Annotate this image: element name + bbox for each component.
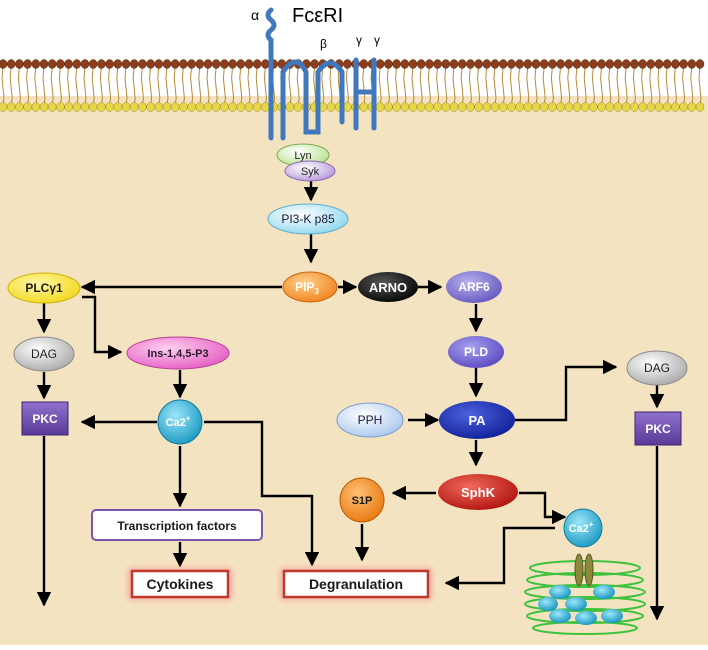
lyn-label: Lyn: [294, 150, 311, 162]
receptor-name: FcεRI: [292, 5, 343, 27]
pi3k-node: [267, 203, 349, 235]
er-calcium-vesicles: [538, 585, 623, 625]
ins-node: [126, 336, 230, 370]
s1p-label: S1P: [352, 495, 373, 507]
pkc-right-node: [634, 411, 682, 446]
pip3-node: [282, 271, 338, 303]
arno-node: [358, 272, 418, 302]
ca-right-label: Ca2+: [569, 520, 594, 535]
cytokines-label: Cytokines: [147, 576, 214, 592]
dag-left-label: DAG: [31, 347, 57, 361]
receptor-gamma1-label: γ: [356, 33, 362, 47]
cytoplasm: [0, 96, 708, 645]
arf6-label: ARF6: [458, 280, 490, 294]
plcg1-node: [7, 272, 81, 304]
degranulation-box: [282, 569, 430, 599]
pkc-right-label: PKC: [645, 422, 671, 436]
arrow-pa-dag: [515, 359, 618, 422]
pkc-left-label: PKC: [32, 412, 58, 426]
pip3-label: PIP3: [295, 280, 319, 296]
ins-label: Ins-1,4,5-P3: [147, 348, 208, 360]
arrow-ca-right-degranulation: [444, 526, 555, 591]
dag-left-node: [13, 336, 75, 372]
pld-node: [448, 336, 504, 368]
transcription-factors-box: [91, 509, 263, 541]
arrow-ca-degranulation: [204, 420, 320, 567]
pkc-left-node: [21, 401, 69, 436]
pathway-arrows: [36, 180, 665, 621]
cell-membrane: [0, 59, 705, 112]
s1p-node: [339, 477, 385, 523]
receptor-gamma2-label: γ: [374, 33, 380, 47]
receptor-alpha-label: α: [251, 7, 259, 23]
arno-label: ARNO: [369, 280, 407, 295]
sphk-node: [438, 474, 518, 510]
fceri-receptor: [265, 7, 377, 141]
arrow-plcg1-ins: [82, 295, 123, 360]
ca-left-label: Ca2+: [166, 414, 191, 429]
syk-label: Syk: [301, 166, 320, 178]
ca-left-node: [157, 399, 203, 445]
calcium-channel: [574, 553, 594, 587]
pph-label: PPH: [358, 413, 383, 427]
pa-label: PA: [468, 413, 486, 428]
arf6-node: [446, 271, 502, 303]
pph-node: [336, 402, 404, 438]
transcription-factors-label: Transcription factors: [117, 519, 237, 533]
receptor-beta-label: β: [320, 37, 327, 51]
dag-right-label: DAG: [644, 361, 670, 375]
plcg1-label: PLCγ1: [25, 281, 63, 295]
pld-label: PLD: [464, 345, 488, 359]
pa-node: [439, 401, 515, 439]
arrow-sphk-ca: [519, 491, 567, 525]
syk-node: [284, 160, 336, 182]
pi3k-label: PI3-K p85: [281, 212, 335, 226]
sphk-label: SphK: [461, 485, 496, 500]
ca-right-node: [563, 508, 603, 548]
cytokines-box: [130, 569, 230, 599]
degranulation-label: Degranulation: [309, 576, 403, 592]
dag-right-node: [626, 350, 688, 386]
